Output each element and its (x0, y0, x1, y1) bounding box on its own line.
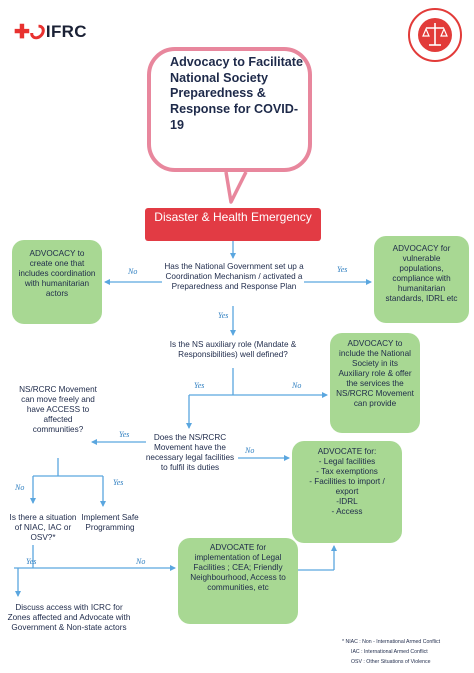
label-yes: Yes (26, 557, 37, 566)
icrc-discussion-text: Discuss access with ICRC for Zones affec… (7, 603, 131, 632)
law-seal-icon (408, 8, 462, 62)
question-auxiliary-role: Is the NS auxiliary role (Mandate & Resp… (169, 340, 297, 359)
advocate-legal-item: -IDRL (336, 497, 358, 506)
logo-text: IFRC (45, 22, 87, 41)
page-title: Advocacy to Facilitate National Society … (170, 55, 303, 132)
advocacy-vulnerable-box: ADVOCACY for vulnerable populations, com… (374, 236, 469, 323)
legend-item: IAC : International Armed Conflict (351, 648, 428, 655)
legend-item: OSV : Other Situations of Violence (351, 658, 431, 665)
label-yes: Yes (337, 265, 348, 274)
label-no: No (128, 267, 138, 276)
advocate-legal-item: - Tax exemptions (316, 467, 378, 476)
advocate-implementation-box: ADVOCATE for implementation of Legal Fac… (178, 538, 298, 624)
question-access: NS/RCRC Movement can move freely and hav… (19, 385, 97, 434)
header-disaster-emergency: Disaster & Health Emergency (145, 208, 321, 241)
title-speech-bubble (147, 47, 312, 172)
red-cross-icon: ✚ (14, 21, 30, 43)
label-no: No (245, 446, 255, 455)
label-no: No (136, 557, 146, 566)
label-no: No (15, 483, 25, 492)
ifrc-logo: ✚ IFRC (14, 21, 87, 43)
safe-programming-text: Implement Safe Programming (81, 513, 139, 532)
question-coordination-mechanism: Has the National Government set up a Coo… (164, 262, 304, 291)
abbreviation-legend: * NIAC : Non - International Armed Confl… (342, 638, 472, 668)
advocate-legal-item: - Legal facilities (318, 457, 376, 466)
advocacy-ns-auxiliary-box: ADVOCACY to include the National Society… (330, 333, 420, 433)
advocate-legal-title: ADVOCATE for: (317, 447, 377, 456)
advocate-legal-item: - Facilities to import / export (309, 477, 385, 496)
advocate-legal-item: - Access (331, 507, 363, 516)
label-yes: Yes (194, 381, 205, 390)
legend-item: * NIAC : Non - International Armed Confl… (342, 639, 441, 645)
label-yes: Yes (218, 311, 229, 320)
label-yes: Yes (119, 430, 130, 439)
question-legal-facilities: Does the NS/RCRC Movement have the neces… (145, 433, 235, 472)
question-niac-iac-osv: Is there a situation of NIAC, IAC or OSV… (9, 513, 77, 542)
label-no: No (292, 381, 302, 390)
advocate-legal-box: ADVOCATE for: - Legal facilities - Tax e… (292, 441, 402, 543)
advocacy-coordination-box: ADVOCACY to create one that includes coo… (12, 240, 102, 324)
label-yes: Yes (113, 478, 124, 487)
